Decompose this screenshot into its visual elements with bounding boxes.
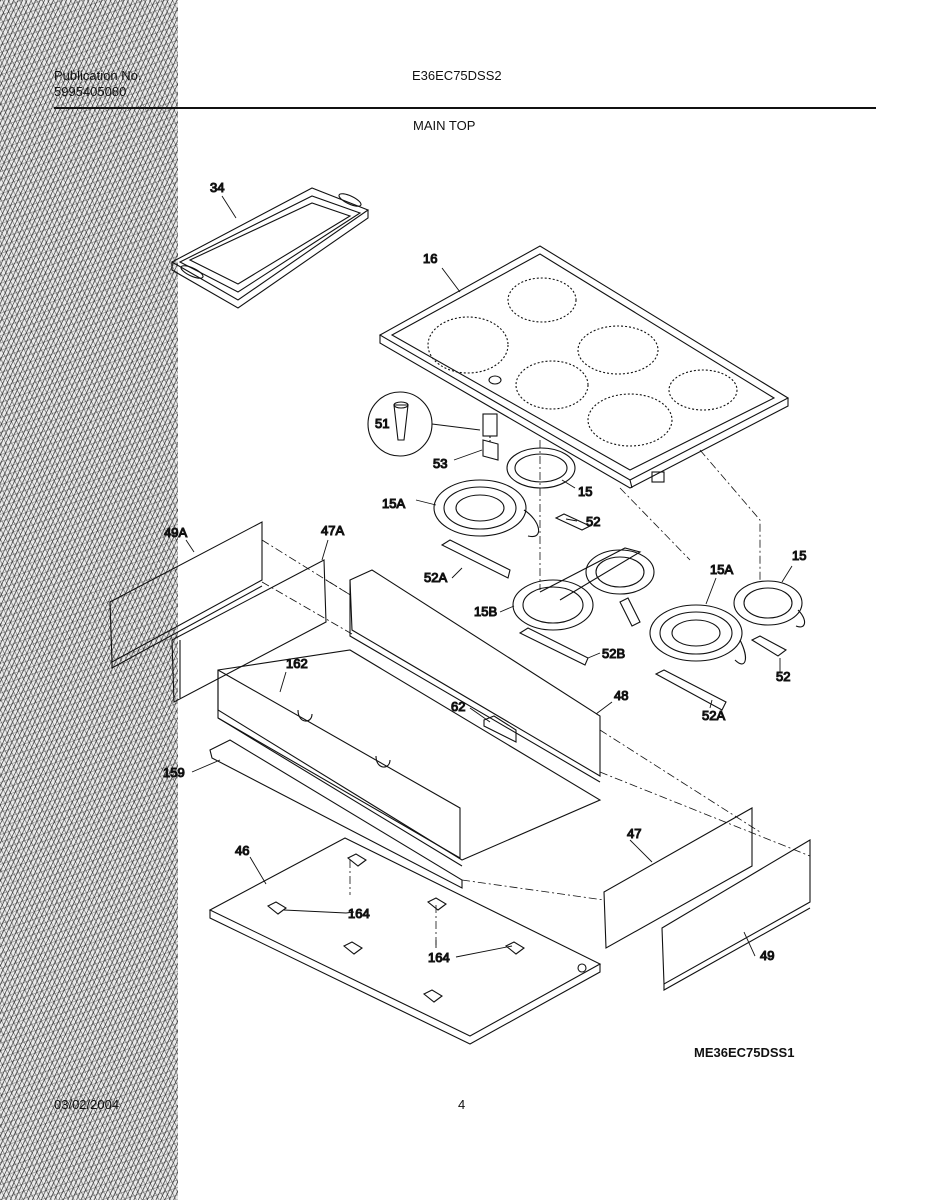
bottom-pan-46 xyxy=(208,837,602,1045)
callout-47A: 47A xyxy=(321,523,344,538)
callout-162: 162 xyxy=(286,656,308,671)
callout-46: 46 xyxy=(235,843,249,858)
callout-15A-right: 15A xyxy=(710,562,733,577)
publication-label: Publication No. xyxy=(54,68,142,83)
section-title: MAIN TOP xyxy=(413,118,476,133)
header-rule xyxy=(54,107,876,109)
diagram-code: ME36EC75DSS1 xyxy=(694,1045,795,1060)
scan-edge-texture xyxy=(0,0,178,1200)
model-number: E36EC75DSS2 xyxy=(412,68,502,83)
callout-159: 159 xyxy=(163,765,185,780)
callout-52B: 52B xyxy=(602,646,625,661)
callout-15B: 15B xyxy=(474,604,497,619)
clips-164 xyxy=(266,853,525,1003)
callout-49: 49 xyxy=(760,948,774,963)
alignment-lines xyxy=(261,440,811,945)
callout-164-upper: 164 xyxy=(348,906,370,921)
callout-164-lower: 164 xyxy=(428,950,450,965)
callout-53: 53 xyxy=(433,456,447,471)
callout-52-top: 52 xyxy=(586,514,600,529)
front-panels xyxy=(603,807,811,991)
side-panel-49A xyxy=(109,521,263,669)
griddle-part xyxy=(170,187,370,309)
callout-52A-left: 52A xyxy=(424,570,447,585)
insulation-159 xyxy=(209,739,463,889)
side-panel-47A xyxy=(171,559,327,703)
publication-number: 5995405080 xyxy=(54,84,127,99)
terminal-block-62 xyxy=(483,715,517,743)
callout-47: 47 xyxy=(627,826,641,841)
callout-62: 62 xyxy=(451,699,465,714)
callout-15-right: 15 xyxy=(792,548,806,563)
callout-15-top: 15 xyxy=(578,484,592,499)
callout-51: 51 xyxy=(375,416,389,431)
callout-34: 34 xyxy=(210,180,224,195)
heat-shield-162 xyxy=(217,649,602,867)
callout-48: 48 xyxy=(614,688,628,703)
print-date: 03/02/2004 xyxy=(54,1097,120,1112)
callout-16: 16 xyxy=(423,251,437,266)
glass-cooktop-part xyxy=(378,245,790,489)
lamp-detail xyxy=(367,391,499,461)
callout-15A-left: 15A xyxy=(382,496,405,511)
callout-leaders xyxy=(185,195,793,958)
callout-52-right: 52 xyxy=(776,669,790,684)
rear-panel-48 xyxy=(349,569,601,783)
callout-49A: 49A xyxy=(164,525,187,540)
page-number: 4 xyxy=(458,1097,466,1112)
callout-52A-right: 52A xyxy=(702,708,725,723)
radiant-elements xyxy=(433,447,806,665)
